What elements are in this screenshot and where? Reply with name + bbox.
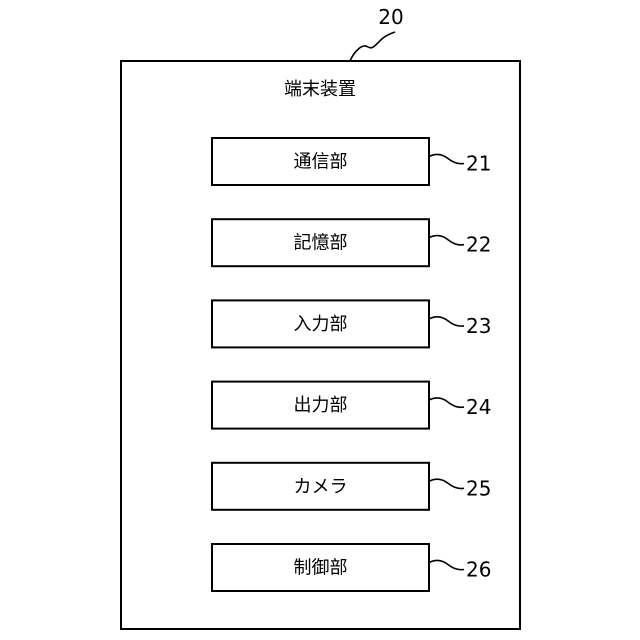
component-ref-leader <box>429 398 464 407</box>
component-label: 出力部 <box>294 395 348 416</box>
component-label: 制御部 <box>294 558 348 579</box>
device-ref-leader <box>350 32 395 61</box>
component-list: 通信部 21 記憶部 22 入力部 23 出力部 24 カメラ 25 制御部 26 <box>212 138 491 591</box>
component-ref-label: 21 <box>466 152 491 176</box>
component-ref-leader <box>429 154 464 163</box>
component-ref-leader <box>429 560 464 569</box>
component-ref-label: 24 <box>466 395 491 419</box>
component-ref-label: 22 <box>466 233 491 257</box>
component-ref-label: 25 <box>466 476 491 500</box>
component-label: 通信部 <box>294 152 348 173</box>
component-label: カメラ <box>294 476 348 497</box>
component-ref-leader <box>429 317 464 326</box>
component-ref-label: 23 <box>466 314 491 338</box>
component-label: 入力部 <box>294 314 348 335</box>
device-ref-label: 20 <box>378 5 403 29</box>
component-ref-leader <box>429 479 464 488</box>
component-label: 記憶部 <box>294 233 348 254</box>
component-ref-label: 26 <box>466 558 491 582</box>
device-title: 端末装置 <box>284 79 356 100</box>
component-ref-leader <box>429 236 464 245</box>
